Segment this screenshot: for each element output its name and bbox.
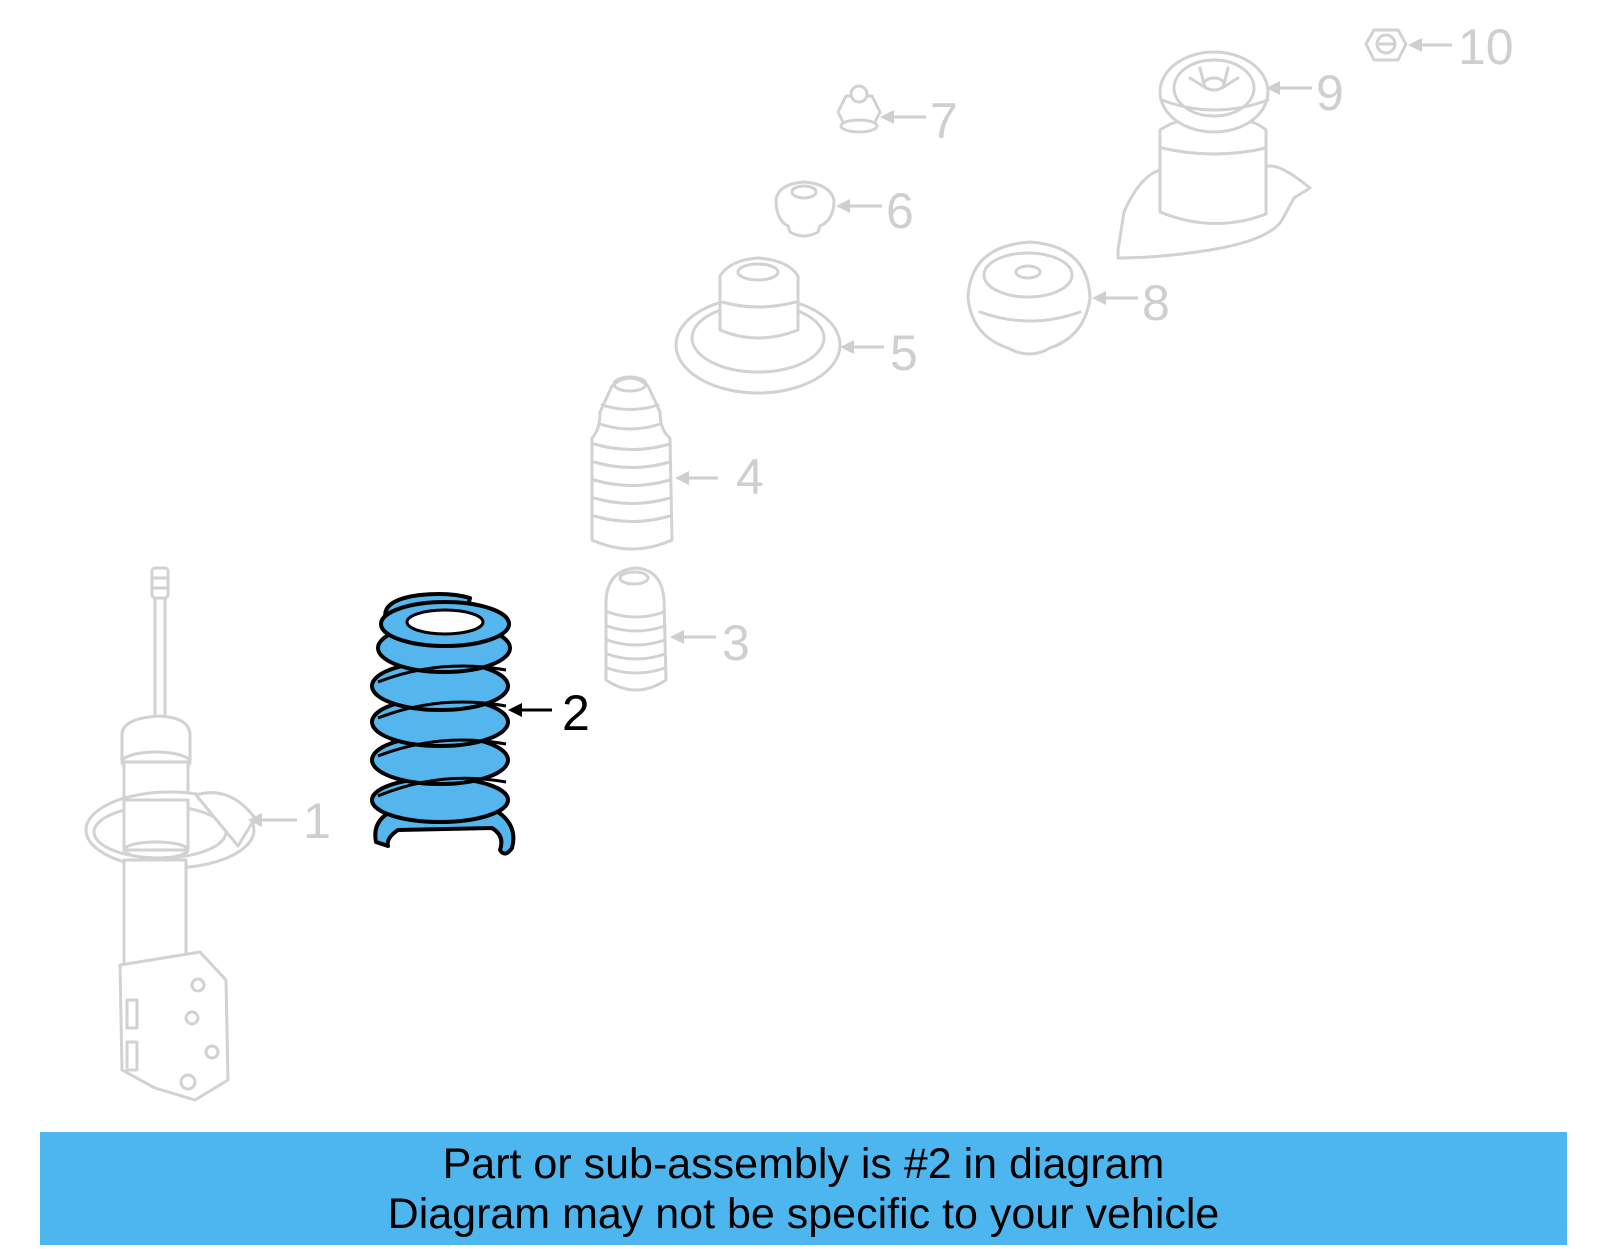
part-1-strut-assembly[interactable]: [84, 566, 257, 1102]
callout-10[interactable]: 10: [1408, 19, 1514, 75]
callout-7[interactable]: 7: [880, 93, 958, 149]
part-3-bump-stop[interactable]: [604, 566, 668, 692]
callout-5[interactable]: 5: [840, 325, 918, 381]
callout-9[interactable]: 9: [1266, 65, 1344, 121]
banner-line-part: Part or sub-assembly is #2 in diagram: [442, 1139, 1165, 1188]
part-5-spring-seat[interactable]: [674, 256, 842, 395]
callout-8[interactable]: 8: [1092, 275, 1170, 331]
callout-1[interactable]: 1: [248, 793, 331, 849]
callout-6-label: 6: [886, 183, 914, 239]
part-2-coil-spring[interactable]: [370, 592, 516, 856]
callout-2[interactable]: 2: [508, 685, 590, 741]
callout-6[interactable]: 6: [836, 183, 914, 239]
part-4-dust-boot[interactable]: [590, 375, 674, 551]
callout-10-label: 10: [1458, 19, 1514, 75]
part-9-strut-mount[interactable]: [1116, 50, 1312, 260]
callout-2-label: 2: [562, 685, 590, 741]
callout-5-label: 5: [890, 325, 918, 381]
callout-9-label: 9: [1316, 65, 1344, 121]
part-7-nut[interactable]: [836, 84, 882, 134]
part-6-insulator[interactable]: [774, 180, 836, 238]
callout-1-label: 1: [303, 793, 331, 849]
part-10-nut[interactable]: [1364, 28, 1408, 62]
callout-4-label: 4: [736, 449, 764, 505]
callout-3-label: 3: [722, 615, 750, 671]
callout-3[interactable]: 3: [670, 615, 750, 671]
banner-line-disclaimer: Diagram may not be specific to your vehi…: [387, 1189, 1220, 1238]
callout-4[interactable]: 4: [675, 449, 764, 505]
info-banner: Part or sub-assembly is #2 in diagram Di…: [40, 1132, 1567, 1245]
part-8-bearing[interactable]: [966, 240, 1092, 356]
callout-8-label: 8: [1142, 275, 1170, 331]
callout-7-label: 7: [930, 93, 958, 149]
